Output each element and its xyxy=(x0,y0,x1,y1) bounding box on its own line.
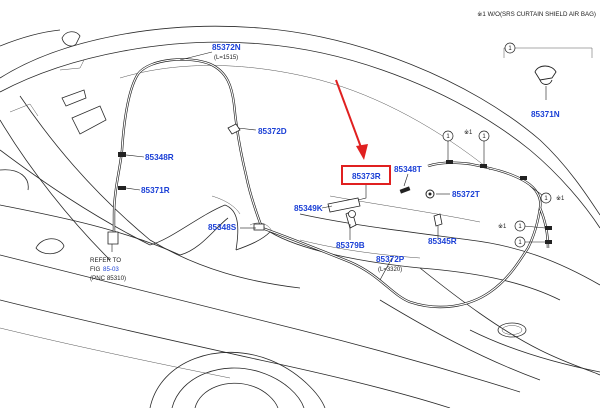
refer-pnc: (PNC 85310) xyxy=(90,275,126,282)
label-85373r: 85373R xyxy=(352,172,381,181)
label-85371n: 85371N xyxy=(531,110,560,119)
label-85372n: 85372N xyxy=(212,43,241,52)
callout-bracket xyxy=(503,47,593,58)
marker-1a: 1 xyxy=(508,46,512,52)
note-mark-b: ※1 xyxy=(556,195,565,202)
refer-fig-prefix: FIG xyxy=(90,266,100,273)
label-85348r: 85348R xyxy=(145,153,174,162)
circle-markers: 1 1 1 1 1 1 xyxy=(442,42,552,248)
washer-hose-85372N xyxy=(112,58,264,238)
label-85372d: 85372D xyxy=(258,127,287,136)
label-85348t: 85348T xyxy=(394,165,422,174)
label-85345r: 85345R xyxy=(428,237,457,246)
label-85372p-length: (L=3320) xyxy=(378,267,402,273)
highlight-arrow xyxy=(335,79,368,160)
marker-1e: 1 xyxy=(518,224,522,230)
label-85348s: 85348S xyxy=(208,223,237,232)
refer-to-note: REFER TO FIG 85-03 (PNC 85310) xyxy=(90,244,126,282)
label-85349k: 85349K xyxy=(294,204,323,213)
label-85372n-length: (L=1515) xyxy=(214,55,238,61)
marker-1f: 1 xyxy=(518,240,522,246)
marker-1d: 1 xyxy=(544,196,548,202)
grommet-85371n-icon xyxy=(534,65,557,100)
hose-clips xyxy=(107,123,552,245)
refer-line1: REFER TO xyxy=(90,257,121,264)
label-85372t: 85372T xyxy=(452,190,480,199)
note-mark-c: ※1 xyxy=(498,223,507,230)
note-markers: ※1 ※1 ※1 xyxy=(464,129,565,230)
car-body-outline xyxy=(0,25,600,408)
label-85371r: 85371R xyxy=(141,186,170,195)
label-85379b: 85379B xyxy=(336,241,365,250)
refer-fig-link: 85-03 xyxy=(103,266,119,273)
label-85372p: 85372P xyxy=(376,255,405,264)
marker-1b: 1 xyxy=(446,134,450,140)
marker-1c: 1 xyxy=(482,134,486,140)
header-note: ※1 W/O(SRS CURTAIN SHIELD AIR BAG) xyxy=(477,11,596,18)
highlight-box-85373r xyxy=(341,165,391,185)
washer-hose-85372P xyxy=(261,161,542,309)
note-mark-a: ※1 xyxy=(464,129,473,136)
